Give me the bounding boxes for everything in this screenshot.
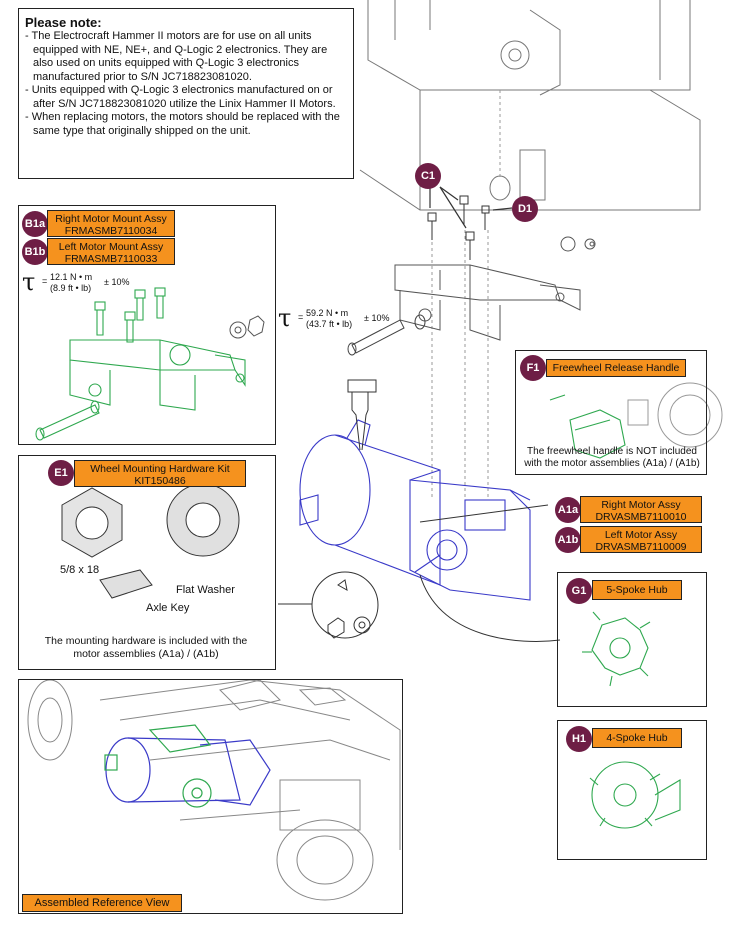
hardware-note: The mounting hardware is included with t…: [44, 635, 248, 660]
torque-tolerance: ± 10%: [104, 277, 130, 287]
callout-b1b[interactable]: B1b: [22, 239, 48, 265]
label-e1[interactable]: Wheel Mounting Hardware Kit KIT150486: [74, 460, 246, 487]
label-a1b[interactable]: Left Motor Assy DRVASMB7110009: [580, 526, 702, 553]
callout-a1a[interactable]: A1a: [555, 497, 581, 523]
torque-equals: =: [42, 276, 48, 286]
label-e1-part: KIT150486: [134, 475, 186, 487]
label-a1a-name: Right Motor Assy: [601, 499, 681, 511]
callout-a1b[interactable]: A1b: [555, 527, 581, 553]
nut-label: 5/8 x 18: [60, 564, 100, 576]
note-item: - The Electrocraft Hammer II motors are …: [25, 30, 328, 83]
assembled-view-panel: [18, 679, 403, 914]
torque-equals: =: [298, 312, 304, 322]
label-h1[interactable]: 4-Spoke Hub: [592, 728, 682, 748]
torque-symbol: τ: [22, 268, 36, 296]
label-b1b-name: Left Motor Mount Assy: [58, 241, 164, 253]
freewheel-note: The freewheel handle is NOT included wit…: [524, 446, 700, 469]
torque-ftlb: (43.7 ft • lb): [306, 319, 353, 329]
five-spoke-hub-panel: [557, 572, 707, 707]
label-g1[interactable]: 5-Spoke Hub: [592, 580, 682, 600]
torque-symbol: τ: [278, 304, 292, 332]
torque-spec-mount: τ = 12.1 N • m (8.9 ft • lb) ± 10%: [22, 268, 162, 302]
note-item: - Units equipped with Q-Logic 3 electron…: [25, 84, 336, 110]
label-a1a[interactable]: Right Motor Assy DRVASMB7110010: [580, 496, 702, 523]
label-f1[interactable]: Freewheel Release Handle: [546, 359, 686, 377]
hardware-kit-panel: [18, 455, 276, 670]
label-b1a-part: FRMASMB7110034: [64, 225, 158, 237]
torque-nm: 59.2 N • m: [306, 308, 349, 318]
label-a1a-part: DRVASMB7110010: [595, 511, 687, 523]
note-item: - When replacing motors, the motors shou…: [25, 111, 340, 137]
torque-spec-axle: τ = 59.2 N • m (43.7 ft • lb) ± 10%: [278, 304, 418, 338]
label-e1-name: Wheel Mounting Hardware Kit: [90, 463, 230, 475]
callout-b1a[interactable]: B1a: [22, 211, 48, 237]
label-a1b-part: DRVASMB7110009: [595, 541, 687, 553]
note-title: Please note:: [25, 15, 102, 30]
callout-g1[interactable]: G1: [566, 578, 592, 604]
torque-tolerance: ± 10%: [364, 313, 390, 323]
label-b1b-part: FRMASMB7110033: [64, 253, 158, 265]
callout-e1[interactable]: E1: [48, 460, 74, 486]
label-assembled-view[interactable]: Assembled Reference View: [22, 894, 182, 912]
freewheel-panel: [515, 350, 707, 475]
motor-mount-panel: [18, 205, 276, 445]
callout-h1[interactable]: H1: [566, 726, 592, 752]
torque-ftlb: (8.9 ft • lb): [50, 283, 92, 293]
label-b1a-name: Right Motor Mount Assy: [55, 213, 167, 225]
note-box: Please note: - The Electrocraft Hammer I…: [18, 8, 354, 179]
label-b1a[interactable]: Right Motor Mount Assy FRMASMB7110034: [47, 210, 175, 237]
label-b1b[interactable]: Left Motor Mount Assy FRMASMB7110033: [47, 238, 175, 265]
label-a1b-name: Left Motor Assy: [604, 529, 678, 541]
callout-d1[interactable]: D1: [512, 196, 538, 222]
torque-nm: 12.1 N • m: [50, 272, 93, 282]
callout-f1[interactable]: F1: [520, 355, 546, 381]
axle-key-label: Axle Key: [146, 602, 190, 614]
callout-c1[interactable]: C1: [415, 163, 441, 189]
four-spoke-hub-panel: [557, 720, 707, 860]
washer-label: Flat Washer: [176, 584, 235, 596]
